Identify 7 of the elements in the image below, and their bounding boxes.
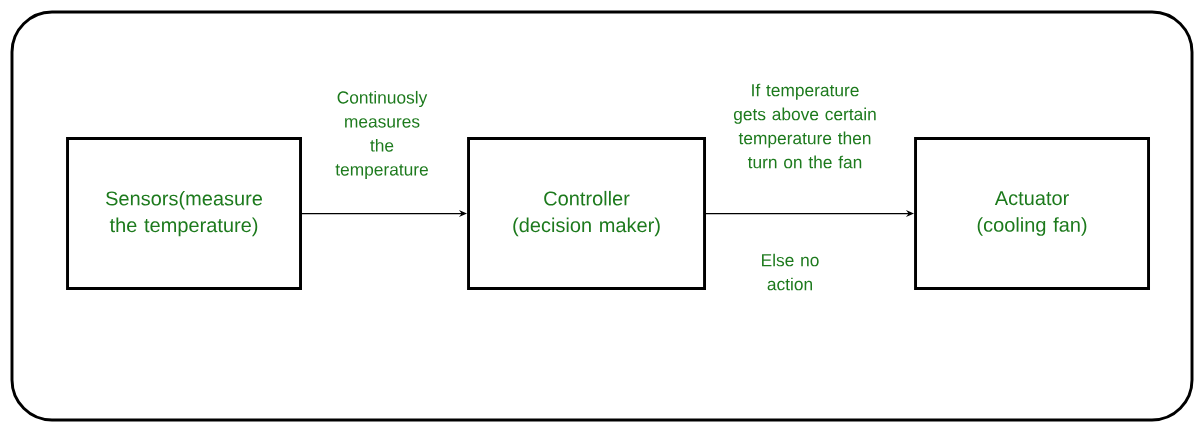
process-box: Sensors(measure the temperature) (66, 137, 302, 290)
process-box: Actuator (cooling fan) (914, 137, 1150, 290)
edge-label: Continuosly measures the temperature (335, 90, 428, 180)
edge-label: If temperature gets above certain temperature then turn on the fan (733, 83, 876, 169)
rounded-frame (10, 10, 1194, 422)
process-box: Controller (decision maker) (467, 137, 706, 290)
note-text: Else no action (762, 253, 819, 291)
